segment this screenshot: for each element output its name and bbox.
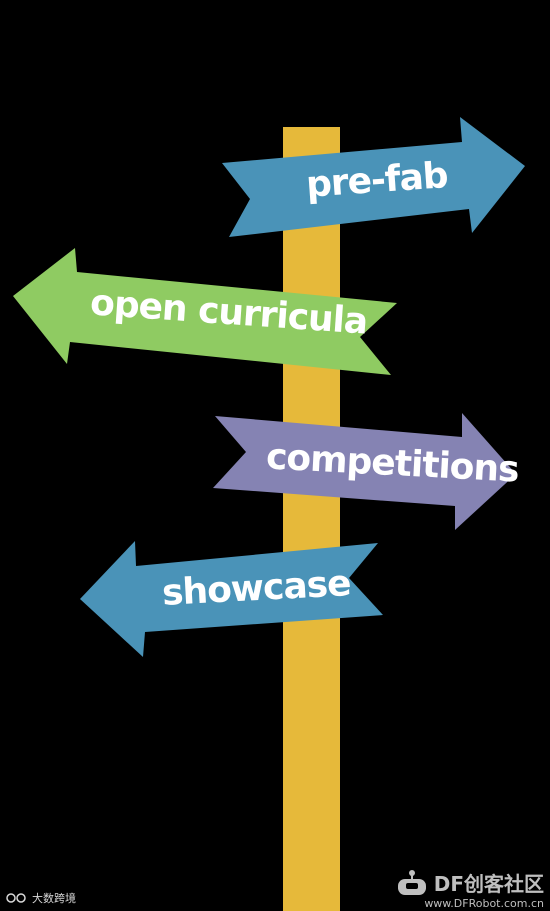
watermark-brand: DF创客社区 xyxy=(433,872,544,896)
watermark-url: www.DFRobot.com.cn xyxy=(424,897,544,910)
signpost-pole xyxy=(283,127,340,911)
watermark-left-text: 大数跨境 xyxy=(32,892,76,905)
watermark-right: DF创客社区 www.DFRobot.com.cn xyxy=(394,868,544,910)
robot-logo-icon xyxy=(397,869,426,895)
watermark-left: 大数跨境 xyxy=(6,890,76,906)
dashuju-logo-icon xyxy=(6,893,26,903)
